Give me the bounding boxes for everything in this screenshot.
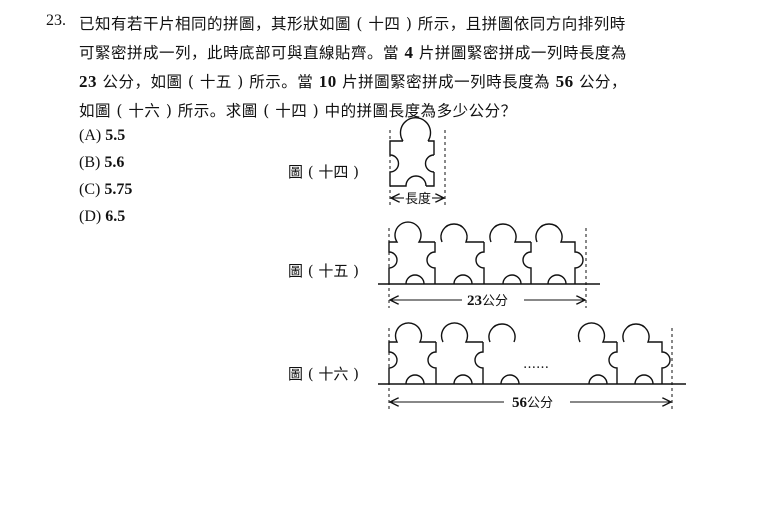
length-15-unit: 公分 (482, 294, 508, 309)
ellipsis: …… (523, 357, 549, 372)
puzzle-piece (426, 242, 436, 284)
piece-top (577, 322, 617, 343)
piece-bottom (405, 274, 425, 285)
length-16-unit: 公分 (527, 396, 553, 411)
piece-bottom (547, 274, 567, 285)
puzzle-piece (522, 242, 532, 284)
question-number-4: 4 (404, 43, 414, 62)
question-line-2: 可緊密拼成一列，此時底部可與直線貼齊。當 4 片拼圖緊密拼成一列時長度為 (79, 41, 627, 63)
option-c-label: (C) (79, 181, 101, 198)
question-line-3-b: 片拼圖緊密拼成一列時長度為 (342, 73, 551, 91)
option-b-label: (B) (79, 154, 101, 171)
option-b-value: 5.6 (104, 154, 125, 171)
option-a-value: 5.5 (105, 127, 126, 144)
question-line-2-end: 片拼圖緊密拼成一列時長度為 (418, 44, 627, 62)
option-d[interactable]: (D) 6.5 (79, 208, 125, 226)
piece-bottom (502, 274, 522, 285)
option-a-label: (A) (79, 127, 102, 144)
question-line-3: 23 公分，如圖 ( 十五 ) 所示。當 10 片拼圖緊密拼成一列時長度為 56… (79, 70, 627, 92)
length-16-label: 56公分 (512, 395, 553, 411)
length-15-number: 23 (467, 293, 482, 309)
length-label: 長度 (405, 191, 431, 207)
question-line-2-text: 可緊密拼成一列，此時底部可與直線貼齊。當 (79, 44, 400, 62)
puzzle-piece (474, 342, 484, 384)
figure-14-label: 圖 ( 十四 ) (288, 163, 360, 181)
piece-top (535, 223, 584, 284)
puzzle-piece (388, 221, 435, 284)
option-d-value: 6.5 (105, 208, 126, 225)
figure-16: …… 56公分 (378, 322, 686, 411)
piece-bottom (500, 374, 520, 385)
question-number-10: 10 (318, 72, 337, 91)
puzzle-row-15 (388, 221, 584, 285)
question-line-1: 已知有若干片相同的拼圖，其形狀如圖 ( 十四 ) 所示，且拼圖依同方向排列時 (79, 15, 626, 33)
piece-bottom (634, 374, 654, 385)
question-number: 23. (46, 12, 66, 29)
question-number-23: 23 (79, 72, 97, 91)
length-15-label: 23公分 (467, 293, 508, 309)
option-b[interactable]: (B) 5.6 (79, 154, 124, 172)
piece-top (488, 323, 516, 343)
piece-bottom (453, 274, 473, 285)
puzzle-piece (427, 342, 437, 384)
question-line-4: 如圖 ( 十六 ) 所示。求圖 ( 十四 ) 中的拼圖長度為多少公分？ (79, 102, 517, 120)
puzzle-piece (608, 342, 618, 384)
question-number-56: 56 (555, 72, 574, 91)
piece-top (622, 323, 671, 384)
piece-bottom (453, 374, 473, 385)
figure-15: 23公分 (378, 221, 600, 309)
figure-16-label: 圖 ( 十六 ) (288, 365, 360, 383)
puzzle-row-16 (388, 322, 671, 385)
option-c[interactable]: (C) 5.75 (79, 181, 132, 199)
puzzle-piece (475, 242, 485, 284)
length-16-number: 56 (512, 395, 528, 411)
piece-bottom (405, 374, 425, 385)
option-d-label: (D) (79, 208, 102, 225)
puzzle-piece (388, 322, 436, 384)
option-a[interactable]: (A) 5.5 (79, 127, 125, 145)
option-c-value: 5.75 (104, 181, 133, 198)
puzzle-piece (389, 117, 435, 187)
piece-top (440, 322, 483, 343)
figure-14: 長度 (389, 117, 446, 208)
figure-15-label: 圖 ( 十五 ) (288, 262, 360, 280)
piece-top (489, 223, 531, 243)
question-line-3-a: 公分，如圖 ( 十五 ) 所示。當 (102, 73, 314, 91)
piece-top (440, 223, 484, 243)
piece-bottom (588, 374, 608, 385)
question-line-3-c: 公分， (579, 73, 628, 91)
